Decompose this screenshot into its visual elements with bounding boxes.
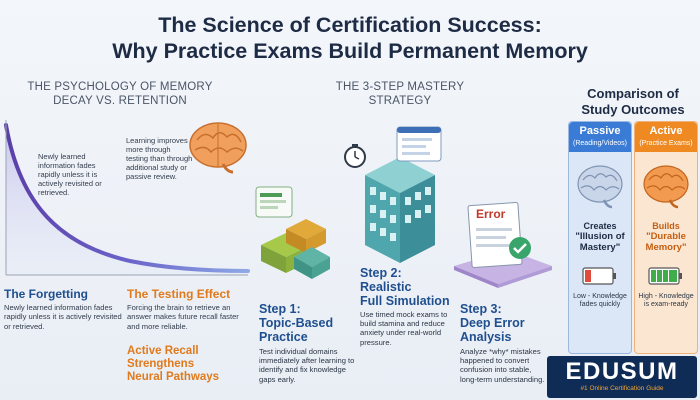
brain-note: Learning improves more through testing t… <box>126 136 193 181</box>
error-label: Error <box>476 207 506 221</box>
passive-creates: Creates <box>583 221 617 231</box>
title-line-2: Why Practice Exams Build Permanent Memor… <box>112 39 588 63</box>
comparison-title: Comparison of Study Outcomes <box>581 86 685 117</box>
active-brain-icon <box>643 165 689 209</box>
mastery-heading: THE 3-STEP MASTERY STRATEGY <box>335 81 465 107</box>
active-creates: Builds <box>652 221 680 231</box>
full-battery-icon <box>648 266 682 285</box>
step-2-title: Step 2: Realistic Full Simulation <box>360 266 450 308</box>
active-mastery: "Durable Memory" <box>645 230 687 253</box>
step-3-title: Step 3: Deep Error Analysis <box>460 302 525 344</box>
error-document-illustration <box>454 201 552 288</box>
step-3-desc: Analyze *why* mistakes happened to conve… <box>460 347 545 384</box>
building-illustration <box>344 144 435 263</box>
topic-blocks-illustration <box>255 186 330 279</box>
active-header: Active (Practice Exams) <box>635 122 697 152</box>
exam-window-icon <box>396 126 442 162</box>
step-1-title: Step 1: Topic-Based Practice <box>259 302 334 344</box>
passive-mastery: "Illusion of Mastery" <box>575 230 625 253</box>
curve-note: Newly learned information fades rapidly … <box>38 152 102 197</box>
active-recall-heading: Active Recall Strengthens Neural Pathway… <box>127 345 220 383</box>
page-title: The Science of Certification Success: Wh… <box>0 12 700 64</box>
forgetting-title: The Forgetting <box>4 287 88 301</box>
passive-column: Passive (Reading/Videos) Creates "Illusi… <box>568 121 632 354</box>
forgetting-curve-illustration <box>4 120 250 276</box>
low-battery-icon <box>582 266 616 285</box>
passive-outcome: Low - Knowledge fades quickly <box>573 292 627 309</box>
forgetting-desc: Newly learned information fades rapidly … <box>4 303 122 331</box>
active-column: Active (Practice Exams) Builds "Durable … <box>634 121 698 354</box>
testing-effect-title: The Testing Effect <box>127 287 231 301</box>
active-outcome: High - Knowledge is exam-ready <box>638 292 694 309</box>
psychology-heading: THE PSYCHOLOGY OF MEMORY DECAY VS. RETEN… <box>27 81 213 107</box>
passive-header: Passive (Reading/Videos) <box>569 122 631 152</box>
brand-tagline: #1 Online Certification Guide <box>580 385 664 392</box>
brain-icon <box>189 122 247 174</box>
edusum-logo[interactable]: EDUSUM #1 Online Certification Guide <box>547 356 697 398</box>
brand-name: EDUSUM <box>565 358 679 385</box>
title-line-1: The Science of Certification Success: <box>158 13 542 37</box>
testing-effect-desc: Forcing the brain to retrieve an answer … <box>127 303 239 331</box>
passive-brain-icon <box>577 165 623 209</box>
step-1-desc: Test individual domains immediately afte… <box>259 347 355 384</box>
step-2-desc: Use timed mock exams to build stamina an… <box>360 310 448 347</box>
